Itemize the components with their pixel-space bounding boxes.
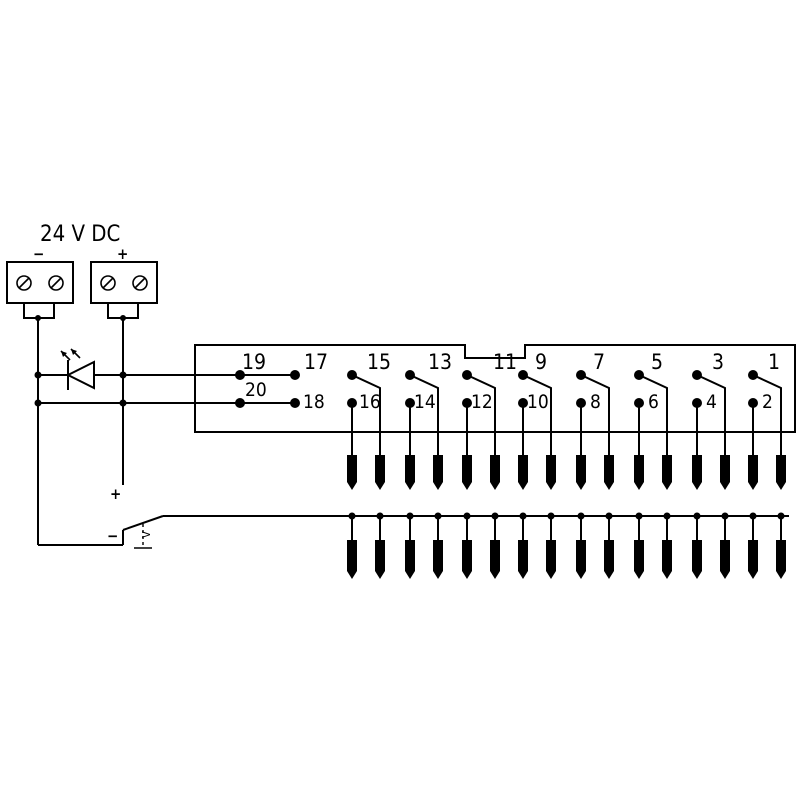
output-connector-pin <box>518 455 528 490</box>
terminal-label-5: 5 <box>651 350 663 374</box>
output-connector-pin <box>662 540 672 579</box>
output-connector-pin <box>776 540 786 579</box>
output-connector-pin <box>433 455 443 490</box>
terminal-label-13: 13 <box>428 350 452 374</box>
output-connector-pin <box>546 540 556 579</box>
output-connector-pin <box>604 455 614 490</box>
output-connector-pin <box>462 455 472 490</box>
relay-switch-arm <box>580 374 610 455</box>
terminal-label-10: 10 <box>527 391 549 413</box>
output-connector-pin <box>720 540 730 579</box>
coil-terminals <box>235 370 300 408</box>
sensor-switch-icon <box>122 515 789 549</box>
terminal-label-6: 6 <box>648 391 659 413</box>
output-connector-pin <box>347 455 357 490</box>
output-connector-pin <box>433 540 443 579</box>
output-connector-pin <box>375 455 385 490</box>
relay-switch-arm <box>638 374 668 455</box>
relay-switch-arm <box>752 374 782 455</box>
terminal-label-17: 17 <box>304 350 328 374</box>
terminal-label-9: 9 <box>535 350 547 374</box>
relay-switch-arm <box>409 374 439 455</box>
supply-plus-sign: + <box>117 245 128 263</box>
output-connector-pin <box>662 455 672 490</box>
terminal-label-18: 18 <box>303 391 325 413</box>
output-connector-pin <box>692 540 702 579</box>
sensor-plus-label: + <box>110 485 121 503</box>
output-connector-pin <box>692 455 702 490</box>
output-connector-pin <box>576 540 586 579</box>
terminal-label-20: 20 <box>245 379 267 401</box>
output-connector-pin <box>546 455 556 490</box>
relay-switch-arm <box>466 374 496 455</box>
output-connector-pin <box>748 455 758 490</box>
output-connector-pin <box>604 540 614 579</box>
output-connector-pin <box>720 455 730 490</box>
relay-module-outline <box>194 344 796 433</box>
output-connector-pin <box>347 540 357 579</box>
terminal-label-4: 4 <box>706 391 717 413</box>
sensor-minus-label: − <box>107 527 118 545</box>
terminal-label-16: 16 <box>359 391 381 413</box>
output-connector-pin <box>405 455 415 490</box>
relay-switch-arm <box>522 374 552 455</box>
terminal-label-15: 15 <box>367 350 391 374</box>
relay-contacts <box>347 370 782 455</box>
terminal-label-1: 1 <box>768 350 780 374</box>
output-connector-pin <box>405 540 415 579</box>
terminal-block-positive <box>90 261 158 319</box>
led-indicator-icon <box>60 348 95 390</box>
supply-minus-sign: − <box>33 245 44 263</box>
output-connector-pin <box>776 455 786 490</box>
output-connector-pin <box>490 540 500 579</box>
terminal-label-14: 14 <box>414 391 436 413</box>
output-connectors <box>347 455 786 579</box>
terminal-label-19: 19 <box>242 350 266 374</box>
terminal-label-3: 3 <box>712 350 724 374</box>
sensor-v-label: V <box>140 531 153 538</box>
terminal-label-7: 7 <box>593 350 605 374</box>
output-connector-pin <box>462 540 472 579</box>
relay-switch-arm <box>351 374 381 455</box>
output-connector-pin <box>490 455 500 490</box>
supply-title: 24 V DC <box>40 222 120 247</box>
terminal-block-negative <box>6 261 74 319</box>
output-connector-pin <box>576 455 586 490</box>
output-connector-pin <box>375 540 385 579</box>
terminal-label-2: 2 <box>762 391 773 413</box>
relay-switch-arm <box>696 374 726 455</box>
terminal-label-12: 12 <box>471 391 493 413</box>
output-connector-pin <box>518 540 528 579</box>
terminal-label-8: 8 <box>590 391 601 413</box>
output-connector-pin <box>634 540 644 579</box>
output-connector-pin <box>748 540 758 579</box>
terminal-label-11: 11 <box>493 350 517 374</box>
output-connector-pin <box>634 455 644 490</box>
